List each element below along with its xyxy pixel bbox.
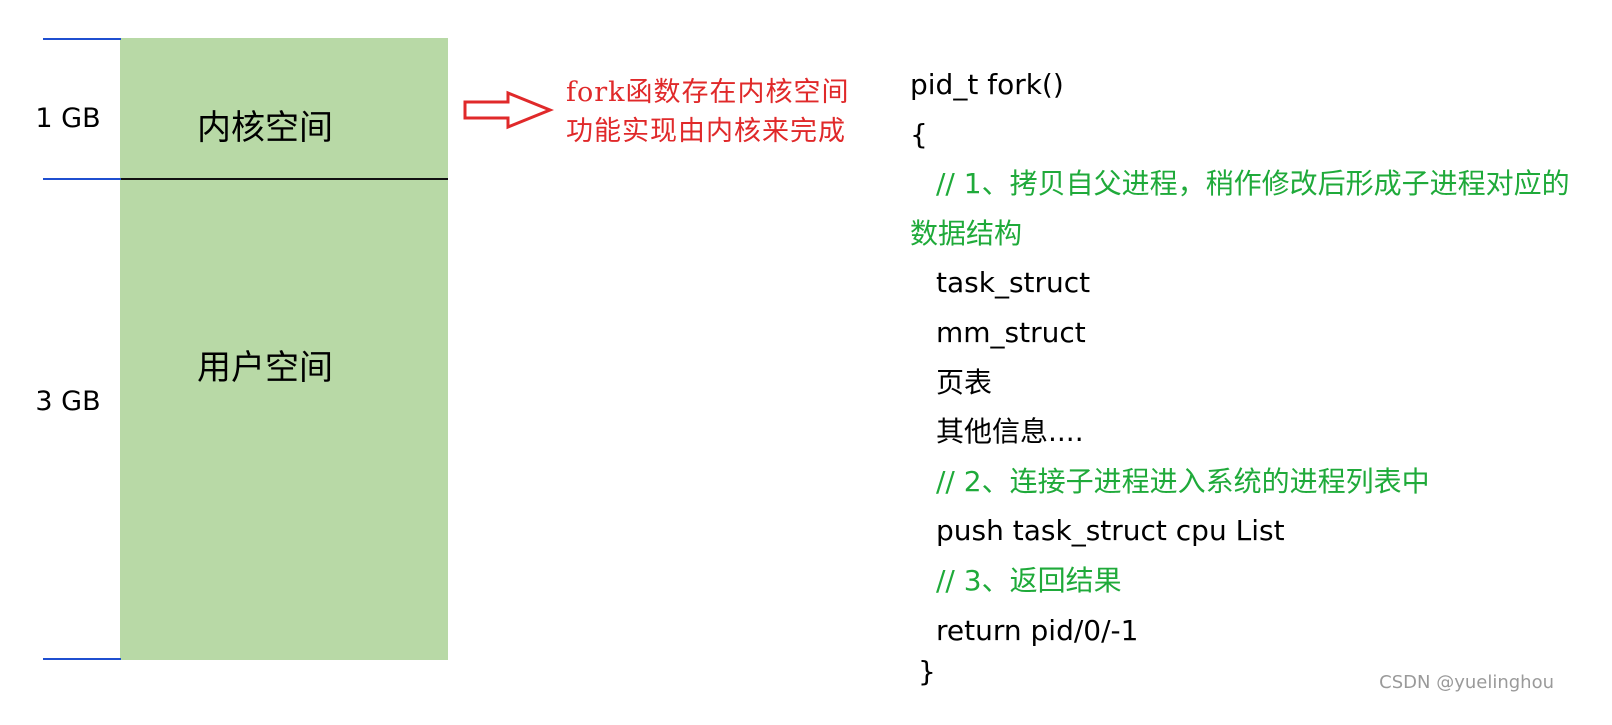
user-space-block <box>120 179 448 660</box>
code-open-brace: { <box>910 117 928 151</box>
fork-pseudocode: pid_t fork() { // 1、拷贝自父进程，稍作修改后形成子进程对应的… <box>910 60 1570 689</box>
code-comment-3: // 3、返回结果 <box>936 563 1122 597</box>
user-size-label: 3 GB <box>35 386 101 417</box>
code-close-brace: } <box>918 655 936 689</box>
bottom-boundary-tick <box>43 658 121 660</box>
code-push: push task_struct cpu List <box>936 514 1285 548</box>
code-mm-struct: mm_struct <box>936 315 1086 349</box>
right-arrow-icon <box>463 90 554 130</box>
code-comment-2: // 2、连接子进程进入系统的进程列表中 <box>936 464 1430 498</box>
code-task-struct: task_struct <box>936 266 1091 300</box>
code-signature: pid_t fork() <box>910 68 1064 101</box>
kernel-region-label: 内核空间 <box>197 108 333 148</box>
code-comment-1: // 1、拷贝自父进程，稍作修改后形成子进程对应的数据结构 <box>910 167 1570 250</box>
annotation-line-2: 功能实现由内核来完成 <box>566 116 846 147</box>
code-page-table: 页表 <box>936 365 993 399</box>
watermark: CSDN @yuelinghou <box>1379 672 1554 693</box>
middle-boundary-tick <box>43 178 121 180</box>
kernel-user-divider <box>120 178 448 180</box>
top-boundary-tick <box>43 38 121 40</box>
kernel-size-label: 1 GB <box>35 103 101 134</box>
kernel-space-block <box>120 38 448 179</box>
code-return: return pid/0/-1 <box>936 613 1139 647</box>
user-region-label: 用户空间 <box>197 348 333 388</box>
annotation-line-1: fork函数存在内核空间 <box>566 77 850 108</box>
code-other-info: 其他信息.... <box>936 415 1084 449</box>
